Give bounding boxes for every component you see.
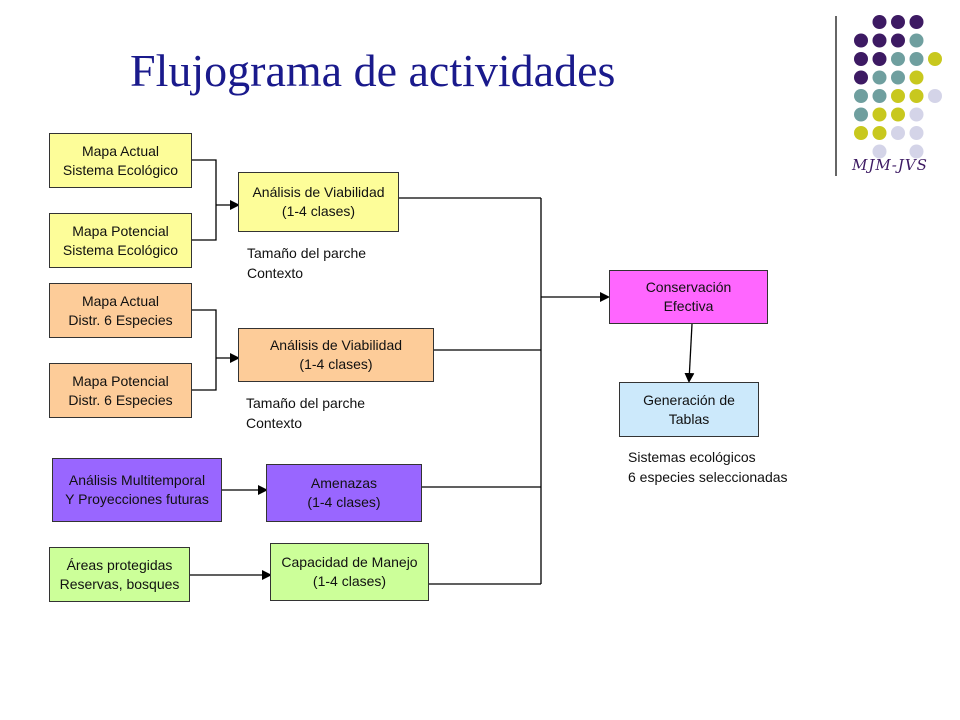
note-tamano-2: Tamaño del parche Contexto [246,395,366,431]
logo-text: MJM-JVS [852,156,928,174]
logo-dot [928,89,942,103]
connector-esp [191,309,217,391]
logo-dot [891,89,905,103]
logo-dot [909,70,924,85]
logo-dot [909,107,924,122]
box-tablas: Generación de Tablas [619,382,759,437]
logo-dot [854,89,868,103]
box-mapa-potencial-eco: Mapa Potencial Sistema Ecológico [49,213,192,268]
logo-dot [872,15,887,29]
logo-dot [909,15,924,29]
logo-dot [909,52,924,66]
logo-dot [872,52,887,66]
page-title: Flujograma de actividades [130,45,616,96]
note-tamano-1: Tamaño del parche Contexto [247,245,367,281]
logo-dot [854,52,868,66]
logo-dot [872,33,887,48]
logo-dot [891,33,905,48]
box-conservacion: Conservación Efectiva [609,270,768,324]
dot-logo [854,15,942,159]
box-mapa-potencial-esp: Mapa Potencial Distr. 6 Especies [49,363,192,418]
logo-dot [891,126,905,140]
box-amenazas: Amenazas (1-4 clases) [266,464,422,522]
logo-dot [909,33,924,48]
logo-dot [891,107,905,122]
logo-dot [854,107,868,122]
logo-dot [854,126,868,140]
logo-dot [872,144,887,159]
logo-dot [872,126,887,140]
logo-dot [928,52,942,66]
logo-dot [891,52,905,66]
logo-dot [909,144,924,159]
logo-dot [872,107,887,122]
logo-dot [891,70,905,85]
logo-dot [854,70,868,85]
logo-dot [872,89,887,103]
logo-dot [909,89,924,103]
box-areas-protegidas: Áreas protegidas Reservas, bosques [49,547,190,602]
logo-dot [872,70,887,85]
logo-dot [909,126,924,140]
arrow-to-tablas [684,323,695,383]
logo-dot [854,33,868,48]
box-mapa-actual-eco: Mapa Actual Sistema Ecológico [49,133,192,188]
box-mapa-actual-esp: Mapa Actual Distr. 6 Especies [49,283,192,338]
connector-eco [191,159,217,241]
logo-dot [891,15,905,29]
box-capacidad-manejo: Capacidad de Manejo (1-4 clases) [270,543,429,601]
box-viabilidad-1: Análisis de Viabilidad (1-4 clases) [238,172,399,232]
note-sistemas: Sistemas ecológicos 6 especies seleccion… [628,449,788,485]
box-analisis-multitemporal: Análisis Multitemporal Y Proyecciones fu… [52,458,222,522]
divider-line [835,16,837,176]
box-viabilidad-2: Análisis de Viabilidad (1-4 clases) [238,328,434,382]
